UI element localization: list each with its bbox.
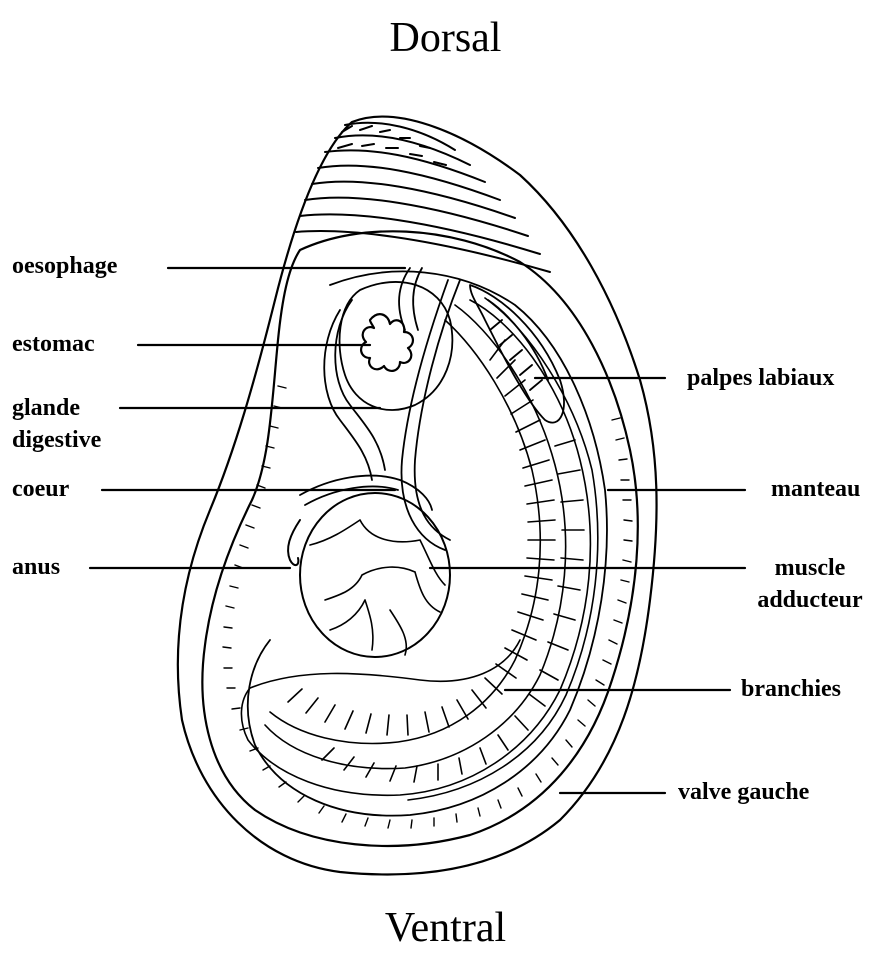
label-glande-line2: digestive: [12, 424, 101, 456]
label-glande-line1: glande: [12, 392, 101, 424]
adductor-muscle: [300, 493, 450, 657]
hinge-hatching: [296, 123, 550, 272]
label-muscle: muscle adducteur: [740, 552, 880, 617]
gills: [241, 298, 597, 800]
label-valve: valve gauche: [678, 776, 809, 808]
label-glande: glande digestive: [12, 392, 101, 457]
anus: [288, 520, 300, 565]
inner-mantle: [248, 271, 607, 815]
label-coeur: coeur: [12, 473, 69, 505]
stomach: [361, 314, 413, 371]
digestive-gland: [324, 282, 452, 480]
label-manteau: manteau: [771, 473, 860, 505]
label-branchies: branchies: [741, 673, 841, 705]
label-muscle-line2: adducteur: [740, 584, 880, 616]
label-muscle-line1: muscle: [740, 552, 880, 584]
label-estomac: estomac: [12, 328, 95, 360]
label-anus: anus: [12, 551, 60, 583]
oesophagus: [399, 268, 460, 550]
mantle-edge: [202, 231, 637, 846]
label-palpes: palpes labiaux: [687, 362, 834, 394]
label-oesophage: oesophage: [12, 250, 117, 282]
